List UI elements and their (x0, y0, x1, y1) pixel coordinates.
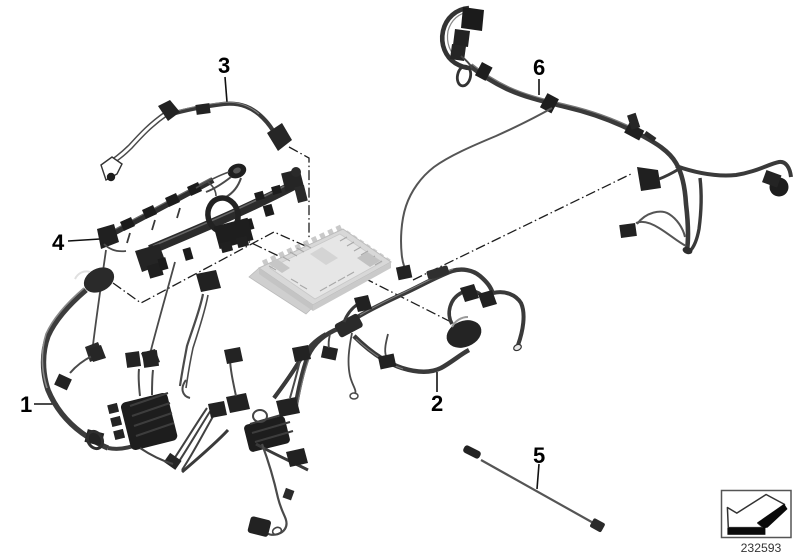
svg-text:232593: 232593 (741, 541, 782, 555)
